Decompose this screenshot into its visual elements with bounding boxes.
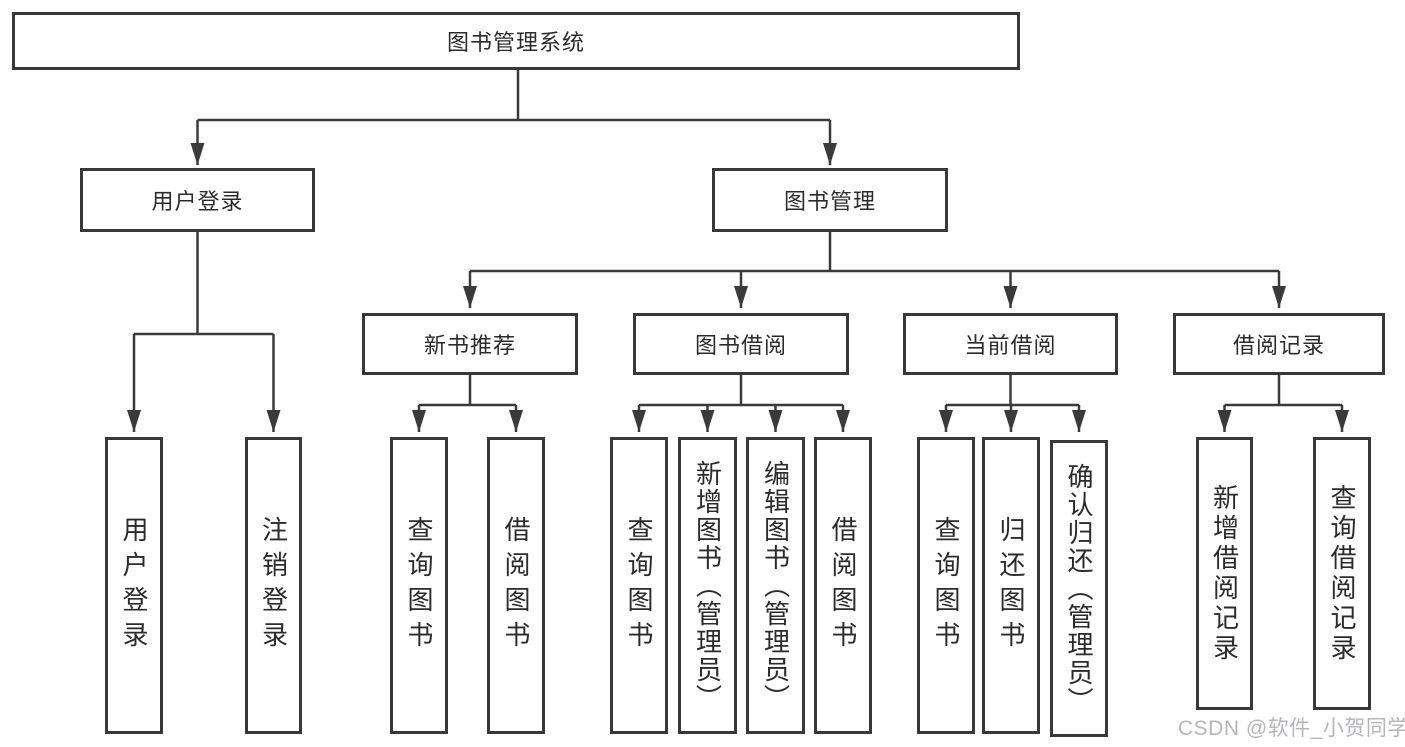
leaf-return-books-label: 归还图书 — [996, 515, 1026, 656]
node-book-borrow-label: 图书借阅 — [694, 333, 787, 358]
watermark: CSDN @软件_小贺同学 — [1178, 717, 1405, 740]
node-root-label: 图书管理系统 — [446, 30, 585, 55]
leaf-query-books-2: 查询图书 — [610, 437, 668, 734]
node-root: 图书管理系统 — [12, 12, 1020, 70]
node-new-book-recommend: 新书推荐 — [362, 313, 578, 375]
leaf-add-borrow-record-label: 新增借阅记录 — [1209, 483, 1240, 664]
node-book-borrow: 图书借阅 — [633, 313, 849, 375]
node-borrow-records-label: 借阅记录 — [1232, 333, 1325, 358]
node-new-book-recommend-label: 新书推荐 — [423, 333, 516, 358]
leaf-query-borrow-record: 查询借阅记录 — [1313, 437, 1371, 710]
leaf-query-borrow-record-label: 查询借阅记录 — [1327, 483, 1357, 664]
leaf-confirm-return-admin-label: 确认归还（管理员） — [1064, 462, 1094, 715]
leaf-query-books-3-label: 查询图书 — [931, 515, 961, 656]
leaf-query-books-3: 查询图书 — [917, 437, 975, 734]
node-book-management-label: 图书管理 — [783, 189, 876, 214]
node-borrow-records: 借阅记录 — [1173, 313, 1385, 375]
leaf-user-login: 用户登录 — [105, 437, 163, 734]
leaf-confirm-return-admin: 确认归还（管理员） — [1050, 440, 1108, 737]
node-current-borrow: 当前借阅 — [903, 313, 1118, 375]
leaf-borrow-books-2-label: 借阅图书 — [828, 515, 858, 656]
leaf-user-login-label: 用户登录 — [119, 515, 149, 656]
leaf-add-book-admin-label: 新增图书（管理员） — [692, 459, 723, 712]
leaf-query-books-1-label: 查询图书 — [404, 515, 434, 656]
node-book-management: 图书管理 — [712, 168, 948, 232]
leaf-return-books: 归还图书 — [982, 437, 1040, 734]
leaf-logout-label: 注销登录 — [258, 515, 289, 656]
leaf-add-borrow-record: 新增借阅记录 — [1196, 437, 1253, 710]
leaf-edit-book-admin: 编辑图书（管理员） — [746, 437, 805, 734]
leaf-add-book-admin: 新增图书（管理员） — [678, 437, 737, 734]
node-user-login-label: 用户登录 — [151, 189, 244, 214]
leaf-edit-book-admin-label: 编辑图书（管理员） — [760, 459, 791, 712]
node-user-login: 用户登录 — [80, 168, 315, 232]
node-current-borrow-label: 当前借阅 — [964, 333, 1057, 358]
leaf-query-books-1: 查询图书 — [390, 437, 448, 734]
leaf-borrow-books-1-label: 借阅图书 — [501, 515, 531, 656]
leaf-borrow-books-1: 借阅图书 — [487, 437, 545, 734]
leaf-borrow-books-2: 借阅图书 — [814, 437, 872, 734]
leaf-logout: 注销登录 — [245, 437, 302, 734]
leaf-query-books-2-label: 查询图书 — [624, 515, 654, 656]
